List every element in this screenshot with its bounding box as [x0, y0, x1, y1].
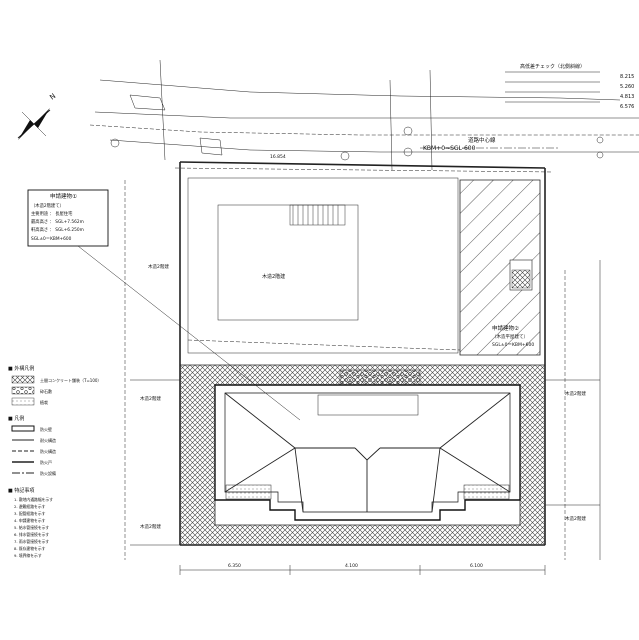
- site-label-2: 木造2階建: [565, 390, 586, 397]
- legend-wall-item-2: 防火構造: [40, 448, 56, 454]
- note-line-0: 1. 敷地内通路幅を示す: [14, 497, 53, 502]
- height-calc-block: 高低差チェック（北側斜線） 8.215 5.260 4.813 6.576: [505, 63, 634, 110]
- calc-line-2: 4.813: [620, 94, 634, 100]
- site-label-1: 木造2階建: [140, 395, 161, 402]
- new-building-roof: [214, 384, 521, 521]
- neighbor-lines: [124, 180, 601, 560]
- legend-wall-item-1: 耐火構造: [40, 437, 56, 443]
- header-title: 申請建物①: [50, 192, 77, 200]
- note-line-5: 6. 排水管接続を示す: [14, 532, 49, 537]
- site-label-5: 木造2階建: [148, 263, 169, 270]
- note-line-6: 7. 雨水管接続を示す: [14, 539, 49, 544]
- calc-line-1: 5.260: [620, 84, 634, 90]
- hatched-strip: [459, 179, 541, 356]
- legend-wall-item-4: 防火設備: [40, 470, 56, 476]
- note-line-7: 8. 既存建物を示す: [14, 546, 46, 551]
- legend-notes: ■ 特記事項 1. 敷地内通路幅を示す 2. 避難経路を示す 3. 配管経路を示…: [8, 487, 53, 558]
- building2-line-1: SGL±0＝KBM+600: [492, 342, 534, 348]
- legend-ext-item-1: 砕石敷: [40, 388, 52, 394]
- note-line-8: 9. 境界線を示す: [14, 553, 42, 558]
- legend-wall-item-0: 防火壁: [40, 426, 52, 432]
- dimension-lines: 6.350 4.100 6.100 16.854: [179, 154, 546, 575]
- calc-line-3: 6.576: [620, 104, 634, 110]
- dim-0: 6.350: [228, 563, 241, 569]
- legend-wall-item-3: 防火戸: [40, 459, 52, 465]
- site-label-3: 木造2階建: [140, 523, 161, 530]
- header-line-2: 最高高さ ： SGL+7.562m: [31, 218, 84, 225]
- dim-1: 4.100: [345, 563, 358, 569]
- header-line-1: 主要用途 ： 長屋住宅: [31, 210, 73, 217]
- north-arrow-icon: N: [17, 92, 57, 140]
- header-line-4: SGL±0＝KBM+600: [31, 236, 72, 242]
- site-label-4: 木造2階建: [565, 515, 586, 522]
- legend-ext-title: ■ 外構凡例: [8, 365, 34, 372]
- kbm-label: KBM+0=SGL-600: [423, 145, 476, 152]
- existing-building: 木造2階建: [187, 177, 461, 354]
- north-label: N: [48, 92, 57, 102]
- building2-line-0: （木造平屋建て）: [492, 333, 528, 340]
- legend-wall-title: ■ 凡例: [8, 415, 24, 422]
- legend-notes-title: ■ 特記事項: [8, 487, 34, 494]
- legend-ext-item-2: 植栽: [40, 399, 48, 405]
- legend-ext-item-0: 土間コンクリート舗装（T=100）: [40, 377, 101, 383]
- note-line-2: 3. 配管経路を示す: [14, 511, 46, 516]
- road-center-label: 道路中心線: [468, 136, 496, 144]
- building2-title: 申請建物②: [492, 324, 519, 332]
- header-line-0: （木造2階建て）: [31, 202, 64, 209]
- road-lines: [89, 59, 639, 171]
- dim-top: 16.854: [270, 154, 286, 160]
- calc-line-0: 8.215: [620, 74, 634, 80]
- note-line-1: 2. 避難経路を示す: [14, 504, 46, 509]
- legend-exterior: ■ 外構凡例 土間コンクリート舗装（T=100） 砕石敷 植栽: [8, 365, 101, 406]
- site-label-0: 木造2階建: [262, 273, 285, 280]
- header-line-3: 軒高高さ ： SGL+6.250m: [31, 226, 84, 233]
- building1-info-box: 申請建物① （木造2階建て） 主要用途 ： 長屋住宅 最高高さ ： SGL+7.…: [27, 189, 301, 421]
- dim-2: 6.100: [470, 563, 483, 569]
- note-line-3: 4. 申請建物を示す: [14, 518, 46, 523]
- legend-walls: ■ 凡例 防火壁 耐火構造 防火構造 防火戸 防火設備: [8, 415, 56, 476]
- calc-title: 高低差チェック（北側斜線）: [520, 63, 585, 70]
- building2-label: 申請建物② （木造平屋建て） SGL±0＝KBM+600: [492, 324, 534, 348]
- note-line-4: 5. 給水管接続を示す: [14, 525, 49, 530]
